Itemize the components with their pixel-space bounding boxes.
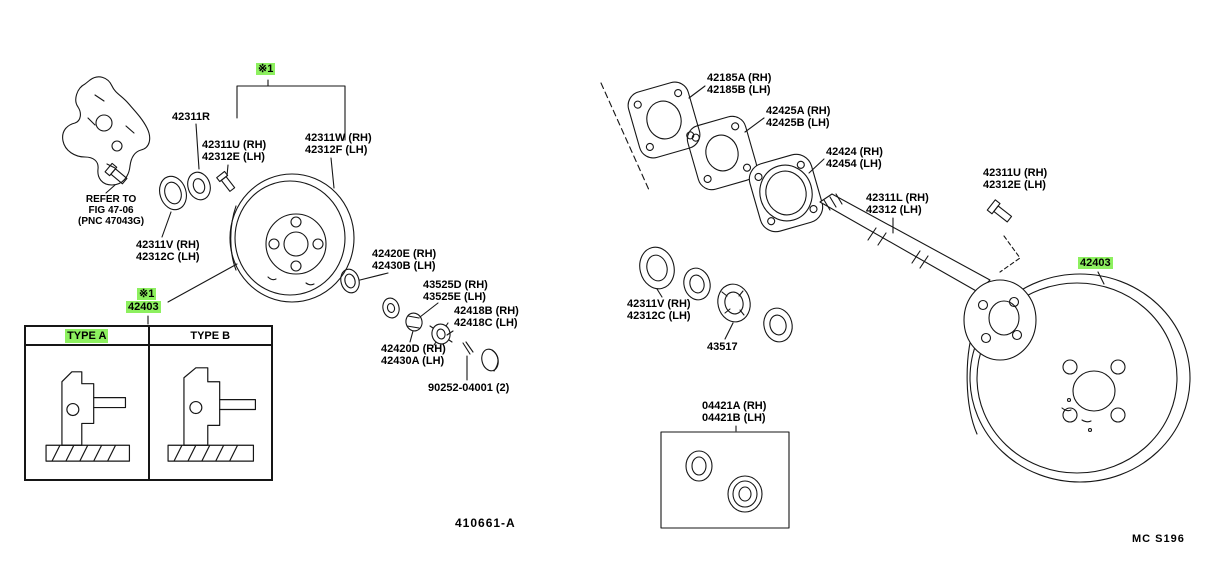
part-number-text: 42420E (RH) [372, 248, 437, 260]
bearing-43517-drawing [717, 283, 751, 323]
part-number-text: 42185A (RH) [707, 72, 772, 84]
type-b-label: TYPE B [190, 330, 231, 342]
part-number-text: 43517 [707, 341, 738, 353]
cotter-pin-drawing [462, 341, 474, 355]
bearing-race-drawing [763, 307, 793, 343]
axle-shaft-drawing [819, 193, 1037, 361]
part-label-42424: 42424 (RH) 42454 (LH) [826, 146, 883, 170]
part-number-text: 42312E (LH) [202, 151, 265, 163]
part-label-42185: 42185A (RH) 42185B (LH) [707, 72, 771, 96]
part-label-43517: 43517 [707, 341, 738, 353]
part-number-text: 42311W (RH) [305, 132, 372, 144]
type-table: TYPE A TYPE B [24, 325, 273, 481]
type-b-header: TYPE B [149, 327, 271, 346]
part-number-text: 42425A (RH) [766, 105, 831, 117]
part-label-42418B: 42418B (RH) 42418C (LH) [454, 305, 519, 329]
part-number-text: 42185B (LH) [707, 84, 771, 96]
drum-oil-seal-drawing [340, 268, 360, 294]
part-number-text: 42311U (RH) [983, 167, 1048, 179]
part-number-text: 04421B (LH) [702, 412, 766, 424]
part-number-text: 42312E (LH) [983, 179, 1046, 191]
part-number-text: 42418B (RH) [454, 305, 519, 317]
part-label-90252: 90252-04001 (2) [428, 382, 509, 394]
leader-lines-left [105, 79, 468, 381]
sheet-code: MC S196 [1132, 533, 1185, 545]
ref-marker-text: ※1 [256, 63, 276, 75]
part-number-text: 42312 (LH) [866, 204, 922, 216]
part-number-text: 42454 (LH) [826, 158, 882, 170]
part-number-text: 42418C (LH) [454, 317, 518, 329]
refer-note-text: FIG 47-06 [88, 205, 134, 216]
part-number-text: 42430B (LH) [372, 260, 436, 272]
hub-seal-drawing [159, 175, 187, 211]
part-number-text: 42312C (LH) [627, 310, 691, 322]
figure-code-text: 410661-A [455, 516, 516, 530]
refer-note: REFER TO FIG 47-06 (PNC 47043G) [78, 194, 144, 227]
part-label-42311U-right: 42311U (RH) 42312E (LH) [983, 167, 1047, 191]
axis-dashed-line [600, 82, 650, 191]
refer-note-text: (PNC 47043G) [78, 216, 145, 227]
figure-code: 410661-A [455, 517, 516, 529]
type-a-column: TYPE A [26, 327, 150, 479]
type-a-header: TYPE A [26, 327, 148, 346]
thrust-washer-drawing [382, 297, 400, 319]
part-number-text: 43525E (LH) [423, 291, 486, 303]
part-label-42311W: 42311W (RH) 42312F (LH) [305, 132, 372, 156]
knuckle-bolt-drawing [104, 162, 128, 185]
part-label-42311R: 42311R [172, 111, 210, 123]
type-b-column: TYPE B [149, 327, 271, 479]
part-label-42420E: 42420E (RH) 42430B (LH) [372, 248, 436, 272]
part-number-text: 42312C (LH) [136, 251, 200, 263]
ref-marker-drum: ※1 [137, 288, 157, 300]
part-label-42311U-left: 42311U (RH) 42312E (LH) [202, 139, 266, 163]
nut-lock-cap-drawing [429, 322, 453, 346]
part-label-42403-right: 42403 [1078, 257, 1113, 269]
gasket-42425-drawing [686, 115, 758, 191]
part-number-text: 42311L (RH) [866, 192, 929, 204]
refer-note-text: REFER TO [85, 194, 137, 205]
part-label-42425: 42425A (RH) 42425B (LH) [766, 105, 830, 129]
ref-marker-text: ※1 [137, 288, 157, 300]
grease-cap-drawing [481, 348, 499, 372]
highlighted-part-number: 42403 [1078, 257, 1113, 269]
type-a-drawing [45, 371, 131, 462]
castle-nut-drawing [405, 312, 423, 332]
part-number-text: 42311U (RH) [202, 139, 267, 151]
brake-drum-left-drawing [229, 173, 355, 303]
part-number-text: 90252-04001 (2) [428, 382, 510, 394]
gasket-42185-drawing [627, 81, 701, 159]
steering-knuckle-drawing [62, 76, 151, 186]
bearing-kit-box-drawing [660, 431, 790, 529]
bearing-retainer-drawing [748, 153, 824, 233]
part-number-text: 42311V (RH) [136, 239, 200, 251]
part-number-text: 42420D (RH) [381, 343, 446, 355]
part-number-text: 43525D (RH) [423, 279, 488, 291]
wheel-stud-drawing [216, 170, 236, 192]
part-label-42420D: 42420D (RH) 42430A (LH) [381, 343, 446, 367]
part-label-42311V-right: 42311V (RH) 42312C (LH) [627, 298, 691, 322]
part-label-04421: 04421A (RH) 04421B (LH) [702, 400, 766, 424]
part-label-43525D: 43525D (RH) 43525E (LH) [423, 279, 488, 303]
part-label-42311V-left: 42311V (RH) 42312C (LH) [136, 239, 200, 263]
part-number-text: 42424 (RH) [826, 146, 883, 158]
type-a-label: TYPE A [65, 329, 109, 343]
sheet-code-text: MC S196 [1132, 533, 1185, 545]
hub-bolt-right-drawing [986, 199, 1021, 273]
part-label-42311L: 42311L (RH) 42312 (LH) [866, 192, 929, 216]
axle-seal-drawing [639, 246, 675, 290]
part-number-text: 42425B (LH) [766, 117, 830, 129]
type-b-drawing [166, 367, 256, 462]
spacer-ring-drawing [683, 267, 711, 301]
hub-bearing-drawing [187, 171, 211, 201]
highlighted-part-number: 42403 [126, 301, 161, 313]
part-number-text: 42311V (RH) [627, 298, 691, 310]
part-number-text: 42430A (LH) [381, 355, 445, 367]
part-number-text: 42312F (LH) [305, 144, 368, 156]
ref-marker-top: ※1 [256, 63, 276, 75]
leader-lines-right [656, 85, 1105, 432]
part-number-text: 04421A (RH) [702, 400, 767, 412]
part-label-42403-left: 42403 [126, 301, 161, 313]
part-number-text: 42311R [172, 111, 210, 123]
